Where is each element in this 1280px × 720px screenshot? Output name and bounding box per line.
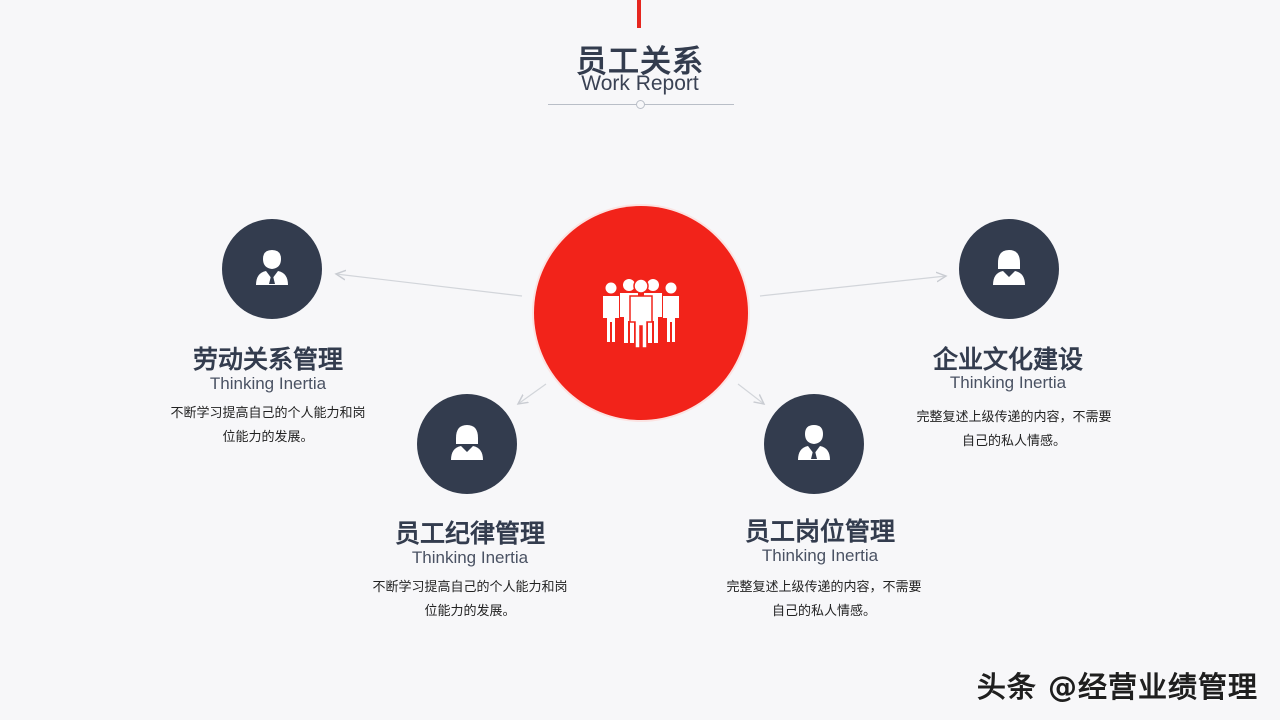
- watermark-text: 头条 @经营业绩管理: [976, 670, 1258, 704]
- node-discipline: [417, 394, 517, 494]
- section-desc-discipline: 不断学习提高自己的个人能力和岗 位能力的发展。: [360, 576, 580, 624]
- businessman-icon: [798, 425, 830, 460]
- node-position: [764, 394, 864, 494]
- desc-line: 自己的私人情感。: [961, 434, 1066, 449]
- desc-line: 不断学习提高自己的个人能力和岗: [170, 406, 366, 421]
- section-desc-position: 完整复述上级传递的内容，不需要 自己的私人情感。: [714, 576, 934, 624]
- arrow-right-bottom: [737, 383, 764, 404]
- businesswoman-icon: [993, 250, 1025, 285]
- section-subtitle-culture: Thinking Inertia: [949, 373, 1067, 392]
- businessman-icon: [256, 250, 288, 285]
- node-labor-relations: [222, 219, 322, 319]
- arrow-left-bottom: [518, 383, 547, 404]
- desc-line: 完整复述上级传递的内容，不需要: [726, 580, 922, 595]
- section-subtitle-position: Thinking Inertia: [761, 546, 879, 565]
- desc-line: 位能力的发展。: [424, 604, 516, 619]
- section-title-culture: 企业文化建设: [932, 345, 1083, 374]
- arrow-right-top: [759, 276, 946, 297]
- desc-line: 位能力的发展。: [222, 430, 314, 445]
- center-circle: [534, 206, 748, 420]
- node-culture: [959, 219, 1059, 319]
- section-title-discipline: 员工纪律管理: [394, 519, 545, 548]
- section-desc-culture: 完整复述上级传递的内容，不需要 自己的私人情感。: [904, 406, 1124, 454]
- arrow-left-top: [336, 274, 523, 297]
- desc-line: 不断学习提高自己的个人能力和岗: [372, 580, 568, 595]
- desc-line: 自己的私人情感。: [771, 604, 876, 619]
- section-desc-labor: 不断学习提高自己的个人能力和岗 位能力的发展。: [158, 402, 378, 450]
- divider-dot: [636, 100, 645, 109]
- slide-title: 员工关系: [576, 44, 704, 80]
- section-subtitle-discipline: Thinking Inertia: [411, 548, 529, 567]
- team-people-icon: [603, 278, 679, 348]
- businesswoman-icon: [451, 425, 483, 460]
- slide-subtitle: Work Report: [581, 72, 699, 95]
- section-title-labor: 劳动关系管理: [192, 345, 343, 374]
- section-title-position: 员工岗位管理: [744, 517, 895, 546]
- section-subtitle-labor: Thinking Inertia: [209, 374, 327, 393]
- top-accent-bar: [637, 0, 641, 28]
- desc-line: 完整复述上级传递的内容，不需要: [916, 410, 1112, 425]
